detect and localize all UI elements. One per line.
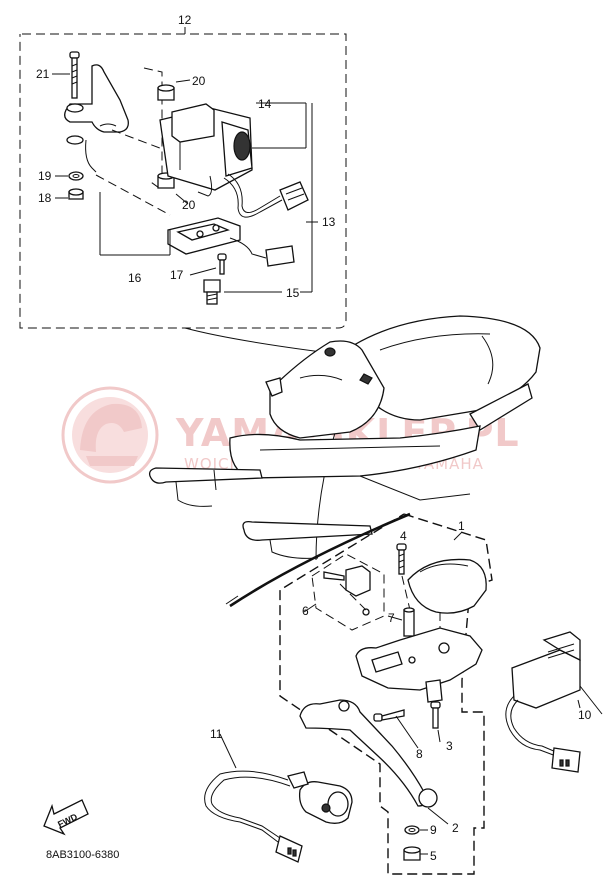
connector-11 (275, 835, 303, 863)
washer-9 (404, 825, 420, 835)
helmet-logo-icon (61, 386, 159, 484)
bracket-16 (64, 64, 129, 173)
screw-4 (396, 543, 411, 611)
cover-cap (407, 558, 487, 640)
label-20-bottom: 20 (182, 198, 196, 212)
label-10: 10 (578, 708, 592, 722)
snowmobile-outline (148, 315, 541, 559)
washer-19 (68, 171, 84, 181)
label-20-top: 20 (192, 74, 206, 88)
brake-switch-11 (287, 771, 353, 824)
label-19: 19 (38, 169, 52, 183)
label-13: 13 (322, 215, 336, 229)
drawing-code: 8AB3100-6380 (46, 849, 119, 861)
housing-16 (167, 217, 241, 255)
label-6: 6 (302, 604, 309, 618)
label-9: 9 (430, 823, 437, 837)
label-17: 17 (170, 268, 184, 282)
screw-3 (430, 701, 441, 729)
sub-box-6 (311, 553, 385, 631)
nut-5 (403, 846, 421, 861)
label-7: 7 (388, 611, 395, 625)
label-4: 4 (400, 529, 407, 543)
detail-box-12 (19, 27, 347, 329)
label-5: 5 (430, 849, 437, 863)
nut-18 (68, 188, 84, 200)
label-1: 1 (458, 519, 465, 533)
label-2: 2 (452, 821, 459, 835)
bolt-15 (203, 279, 221, 305)
fwd-arrow-icon: FWD (43, 799, 89, 836)
label-18: 18 (38, 191, 52, 205)
label-12: 12 (178, 13, 192, 27)
label-21: 21 (36, 67, 50, 81)
connector-10 (551, 747, 581, 773)
brake-lever-2 (299, 699, 438, 808)
label-8: 8 (416, 747, 423, 761)
collar-7 (403, 607, 415, 637)
screw-17 (217, 253, 227, 275)
connector-upper (279, 181, 309, 211)
label-16: 16 (128, 271, 142, 285)
relay-unit-14 (159, 103, 253, 197)
bolt-21 (69, 51, 80, 99)
label-14: 14 (258, 97, 272, 111)
screw-8 (373, 709, 405, 722)
nut-20-top (157, 84, 175, 101)
switch-knob-6 (323, 565, 371, 616)
lever-holder (355, 627, 483, 703)
label-3: 3 (446, 739, 453, 753)
label-11: 11 (210, 727, 223, 741)
section-divider (229, 512, 411, 608)
component-10 (511, 631, 581, 709)
label-15: 15 (286, 286, 300, 300)
connector-lower (265, 245, 295, 267)
